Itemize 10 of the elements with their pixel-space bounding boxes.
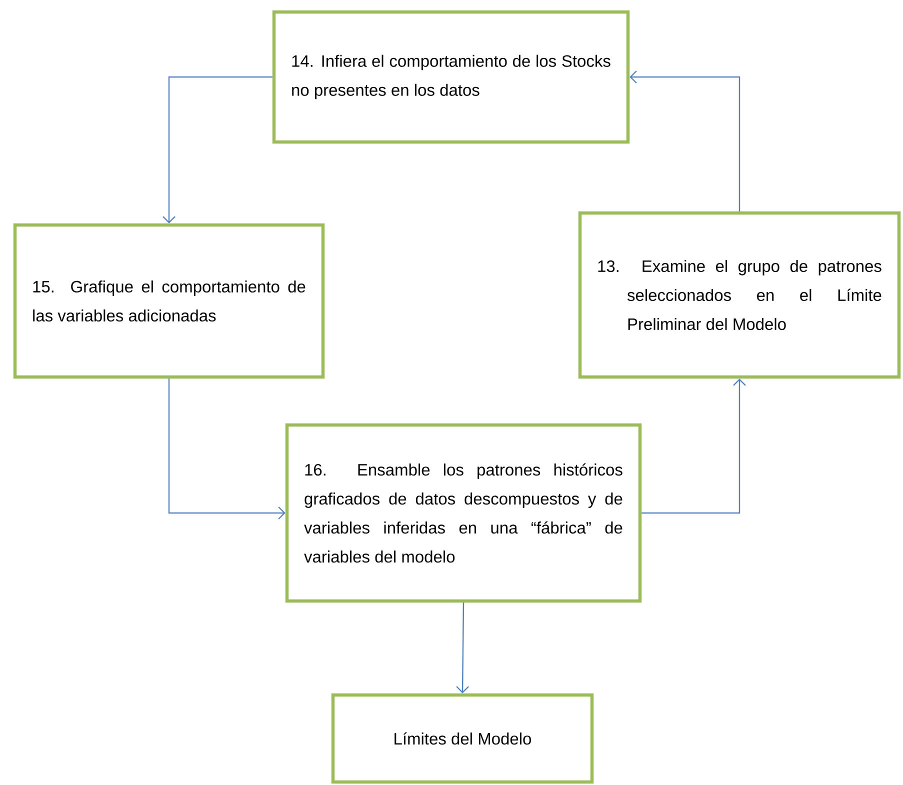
process-box: Límites del Modelo: [331, 693, 594, 784]
process-box: 15. Grafique el comportamiento de las variables adicionadas: [13, 223, 325, 379]
process-box: 16. Ensamble los patrones históricos graficados de datos descompuestos y de variables inferidas en una “fábrica” de variables del modelo: [285, 423, 642, 603]
arrow: [630, 70, 740, 212]
arrow: [456, 602, 469, 694]
process-box: 13. Examine el grupo de patrones seleccionados en el Límite Preliminar del Modelo: [578, 211, 901, 379]
arrow: [162, 76, 272, 224]
arrow: [642, 378, 746, 514]
process-box: 14. Infiera el comportamiento de los Stocks no presentes en los datos: [272, 10, 630, 144]
arrow: [168, 378, 286, 520]
